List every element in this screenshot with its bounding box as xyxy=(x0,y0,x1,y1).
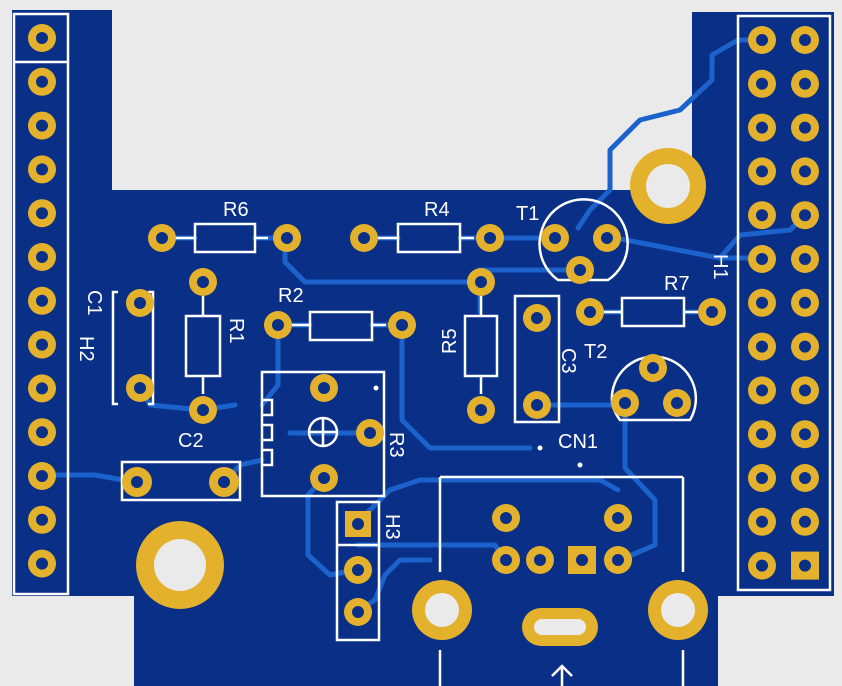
pad-drill xyxy=(799,472,811,484)
pad-drill xyxy=(36,32,48,44)
pad-drill xyxy=(756,515,768,528)
pad-drill xyxy=(197,404,209,416)
pad-drill xyxy=(197,276,209,288)
pad-drill xyxy=(756,428,768,441)
pad-drill xyxy=(36,163,48,176)
label-t2: T2 xyxy=(584,341,607,363)
pad-drill xyxy=(799,296,811,309)
pad-drill xyxy=(318,472,330,484)
label-h1: H1 xyxy=(709,254,731,280)
label-r5: R5 xyxy=(439,328,461,354)
label-r4: R4 xyxy=(424,199,450,221)
board-substrate xyxy=(12,10,834,686)
pad-drill xyxy=(756,384,768,397)
pad-drill xyxy=(36,557,48,570)
pad-drill xyxy=(671,397,683,409)
pad-drill xyxy=(272,319,284,331)
pad-drill xyxy=(799,121,811,134)
pad-drill xyxy=(756,472,768,484)
pad-drill xyxy=(500,512,512,524)
pad-drill xyxy=(36,382,48,395)
pad-drill xyxy=(484,232,496,244)
pad-drill xyxy=(574,264,586,276)
silkscreen xyxy=(12,12,832,686)
label-h2: H2 xyxy=(75,336,97,362)
label-r2: R2 xyxy=(278,285,304,307)
pad-drill xyxy=(134,382,146,394)
pad-drill xyxy=(756,209,768,222)
label-r3: R3 xyxy=(385,432,407,458)
pad-drill xyxy=(799,253,811,265)
pad-drill xyxy=(799,209,811,222)
label-c1: C1 xyxy=(83,290,105,316)
label-c3: C3 xyxy=(557,348,579,374)
pad-drill xyxy=(799,384,811,397)
pad-drill xyxy=(549,232,561,244)
pad-drill xyxy=(534,554,546,566)
label-r6: R6 xyxy=(223,199,249,221)
pad-drill xyxy=(531,399,543,411)
pad-drill xyxy=(475,276,487,288)
pad-drill xyxy=(475,404,487,416)
pad-drill xyxy=(601,232,613,244)
pad-drill xyxy=(756,253,768,265)
pad-drill xyxy=(36,338,48,351)
pad-drill xyxy=(647,362,659,374)
pad-drill xyxy=(352,564,364,576)
pad-drill xyxy=(619,397,631,409)
pad-drill xyxy=(531,312,543,324)
pad-drill xyxy=(218,476,230,488)
pad-drill xyxy=(36,294,48,307)
pad-drill xyxy=(36,207,48,220)
pad-drill xyxy=(318,382,330,394)
pad-drill xyxy=(576,554,588,566)
pad-drill xyxy=(756,34,768,46)
pad-drill xyxy=(799,515,811,528)
pad-drill xyxy=(134,297,146,309)
pad-drill xyxy=(36,513,48,526)
pad-drill xyxy=(36,470,48,482)
pad-drill xyxy=(799,559,811,572)
pad-drill xyxy=(799,428,811,441)
pad-drill xyxy=(36,119,48,132)
pad-drill xyxy=(799,77,811,90)
pad-drill xyxy=(799,165,811,178)
pad-drill xyxy=(612,554,624,566)
pad-drill xyxy=(131,476,143,488)
label-r1: R1 xyxy=(225,318,247,344)
pad-drill xyxy=(352,606,364,618)
pad-drill xyxy=(500,554,512,566)
pad-drill xyxy=(36,426,48,439)
pad-drill xyxy=(799,340,811,353)
pad-drill xyxy=(584,306,596,318)
pad-drill xyxy=(756,121,768,134)
pad-drill xyxy=(706,306,718,318)
silkscreen-dots xyxy=(373,385,583,468)
label-c2: C2 xyxy=(178,430,204,452)
label-r7: R7 xyxy=(664,273,690,295)
pad-drill xyxy=(396,319,408,331)
pad-drill xyxy=(756,340,768,353)
pad-drill xyxy=(358,232,370,244)
pad-drill xyxy=(756,559,768,572)
pad-drill xyxy=(612,512,624,524)
pad-drill xyxy=(756,165,768,178)
pad-drill xyxy=(156,232,168,244)
silkscreen-labels: R6 R4 T1 R2 R1 C1 H2 R5 R7 T2 C3 H1 C2 R… xyxy=(75,199,731,540)
label-cn1: CN1 xyxy=(558,431,598,453)
label-t1: T1 xyxy=(516,203,539,225)
pad-drill xyxy=(364,427,376,439)
pad-drill xyxy=(281,232,293,244)
mounting-holes xyxy=(136,148,708,646)
pad-drill xyxy=(36,251,48,263)
label-h3: H3 xyxy=(381,514,403,540)
pad-drill xyxy=(352,518,364,530)
pad-drill xyxy=(756,77,768,90)
pad-drill xyxy=(36,75,48,88)
pad-drill xyxy=(799,34,811,46)
pad-drill xyxy=(756,296,768,309)
copper-pads xyxy=(28,24,819,626)
